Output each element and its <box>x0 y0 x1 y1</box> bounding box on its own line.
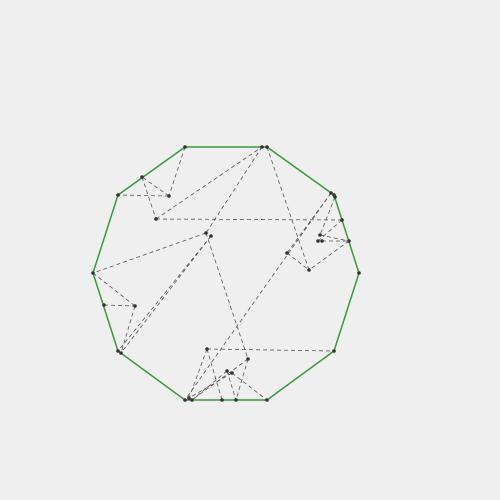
vertex-point <box>329 191 333 195</box>
vertex-point <box>316 239 320 243</box>
dashed-segment <box>317 219 343 242</box>
vertex-point <box>190 398 194 402</box>
dashed-segment <box>155 218 343 221</box>
vertex-point <box>285 251 289 255</box>
dashed-segment <box>188 372 233 399</box>
dashed-segment <box>117 194 170 197</box>
vertex-point <box>102 303 106 307</box>
vertex-point <box>340 218 344 222</box>
vertex-point <box>133 304 137 308</box>
dashed-segment <box>235 358 249 401</box>
vertex-point <box>167 194 171 198</box>
vertex-point <box>265 398 269 402</box>
vertex-point <box>154 217 158 221</box>
vertex-point <box>307 268 311 272</box>
dashed-segment <box>206 348 223 401</box>
vertex-point <box>318 233 322 237</box>
vertex-point <box>91 271 95 275</box>
vertex-point <box>204 231 208 235</box>
dashed-segment <box>120 235 212 354</box>
dashed-segment <box>231 372 268 401</box>
vertex-point <box>260 145 264 149</box>
dashed-segment <box>191 358 249 401</box>
dashed-segment <box>308 240 350 271</box>
dashed-segment <box>184 192 332 401</box>
vertex-points-group <box>91 145 361 402</box>
dashed-segment <box>319 234 350 242</box>
vertex-point <box>333 195 337 199</box>
dashed-segment <box>205 146 263 234</box>
dashed-segment <box>206 348 335 352</box>
dashed-segment <box>188 348 208 399</box>
vertex-point <box>187 396 191 400</box>
dashed-segment <box>286 252 310 271</box>
vertex-point <box>332 349 336 353</box>
vertex-point <box>119 351 123 355</box>
dashed-segment <box>168 146 186 197</box>
dashed-segment <box>286 192 332 254</box>
vertex-point <box>116 193 120 197</box>
dashed-segment <box>120 305 136 354</box>
vertex-point <box>320 239 324 243</box>
dashed-segment <box>266 146 310 271</box>
dashed-segment <box>226 370 237 401</box>
vertex-point <box>183 398 187 402</box>
vertex-point <box>234 398 238 402</box>
vertex-point <box>225 369 229 373</box>
vertex-point <box>347 239 351 243</box>
dashed-lines-group <box>92 146 360 401</box>
dashed-segment <box>117 235 212 352</box>
vertex-point <box>209 234 213 238</box>
vertex-point <box>205 347 209 351</box>
dashed-segment <box>191 370 228 401</box>
dashed-segment <box>92 272 136 307</box>
dashed-segment <box>205 232 249 360</box>
dashed-segment <box>155 146 263 220</box>
vertex-point <box>230 371 234 375</box>
dashed-segment <box>103 304 136 307</box>
vertex-point <box>116 349 120 353</box>
dashed-segment <box>141 176 170 197</box>
vertex-point <box>140 175 144 179</box>
vertex-point <box>265 145 269 149</box>
dashed-segment <box>141 176 157 220</box>
vertex-point <box>220 398 224 402</box>
vertex-point <box>183 145 187 149</box>
vertex-point <box>357 271 361 275</box>
dashed-segment <box>92 232 207 274</box>
vertex-point <box>246 357 250 361</box>
